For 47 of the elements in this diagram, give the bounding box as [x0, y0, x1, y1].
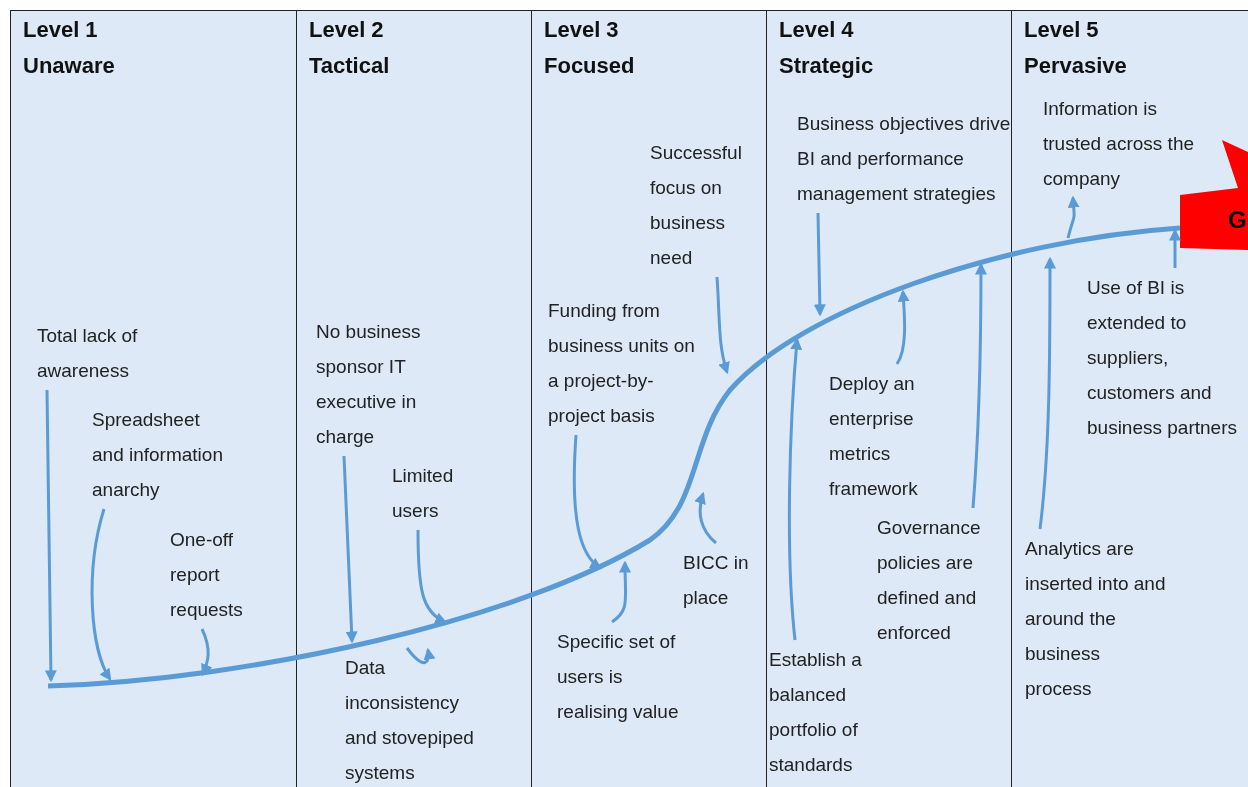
annotation-text: Use of BI is extended to suppliers, customers and business partners	[1087, 270, 1237, 445]
level-number: Level 5	[1024, 17, 1099, 43]
annotation-text: Funding from business units on a project-by-project basis	[548, 293, 698, 433]
annotation-text: One-off report requests	[170, 522, 280, 627]
level-name: Pervasive	[1024, 53, 1127, 79]
arrow	[694, 491, 717, 545]
level-column	[1011, 10, 1248, 787]
annotation-text: No business sponsor IT executive in charge	[316, 314, 456, 454]
arrow	[787, 337, 803, 641]
arrow	[572, 434, 602, 570]
annotation-text: Total lack of awareness	[37, 318, 187, 388]
arrow	[44, 390, 57, 683]
level-name: Tactical	[309, 53, 390, 79]
annotation-text: BICC in place	[683, 545, 763, 615]
level-name: Unaware	[23, 53, 115, 79]
annotation-text: Limited users	[392, 458, 482, 528]
arrow	[971, 262, 987, 509]
level-column	[766, 10, 1012, 787]
level-column	[296, 10, 532, 787]
annotation-text: Business objectives drive BI and performance management strategies	[797, 106, 1012, 211]
arrow	[200, 628, 213, 677]
arrow	[611, 560, 632, 624]
arrow	[895, 289, 910, 365]
arrow	[1169, 228, 1181, 268]
arrow	[405, 647, 436, 664]
arrow	[715, 276, 730, 375]
level-name: Focused	[544, 53, 635, 79]
level-number: Level 1	[23, 17, 98, 43]
level-number: Level 2	[309, 17, 384, 43]
arrow	[416, 530, 448, 624]
arrow	[342, 455, 358, 644]
arrow	[90, 508, 112, 682]
arrow	[1066, 195, 1080, 239]
arrow	[1038, 256, 1056, 530]
annotation-text: Data inconsistency and stovepiped systems	[345, 650, 495, 787]
annotation-text: Analytics are inserted into and around the business process	[1025, 531, 1170, 706]
level-column	[10, 10, 297, 787]
arrow	[813, 212, 826, 317]
level-number: Level 4	[779, 17, 854, 43]
level-name: Strategic	[779, 53, 874, 79]
annotation-text: Spreadsheet and information anarchy	[92, 402, 232, 507]
level-column	[531, 10, 767, 787]
annotation-text: Information is trusted across the company	[1043, 91, 1208, 196]
level-number: Level 3	[544, 17, 619, 43]
annotation-text: Successful focus on business need	[650, 135, 765, 275]
annotation-text: Deploy an enterprise metrics framework	[829, 366, 954, 506]
annotation-text: Specific set of users is realising value	[557, 624, 687, 729]
